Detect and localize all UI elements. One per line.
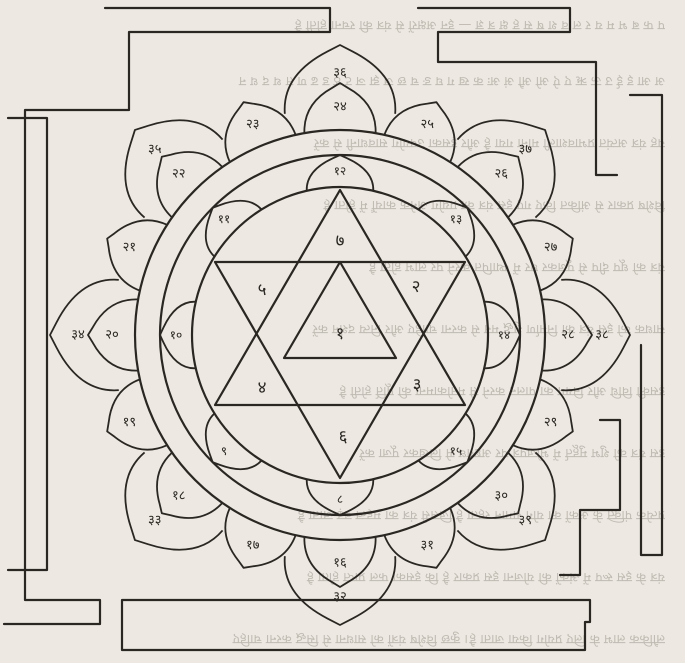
inner-ring-number: १२ <box>334 164 346 178</box>
outer-ring-number: २९ <box>544 415 558 430</box>
bhupura-left <box>8 118 47 570</box>
outer-lotus-number: ३७ <box>518 142 532 157</box>
outer-ring-number: २८ <box>561 328 575 343</box>
outer-lotus-number: ३२ <box>333 590 347 605</box>
inner-ring-number: १० <box>170 328 182 342</box>
inner-ring-petal <box>206 413 262 469</box>
inner-ring-number: १३ <box>450 212 462 226</box>
outer-ring-number: २६ <box>494 166 508 181</box>
number-top: ७ <box>336 231 345 251</box>
outer-ring-number: ३१ <box>420 538 434 553</box>
inner-ring-number: ११ <box>218 212 230 226</box>
outer-lotus-number: ३५ <box>148 142 162 157</box>
outer-ring-number: २० <box>105 328 119 343</box>
outer-ring-number: २१ <box>123 240 137 255</box>
outer-lotus-number: ३३ <box>148 513 162 528</box>
number-bottom: ६ <box>339 427 348 447</box>
outer-ring-number: ३० <box>494 489 508 504</box>
outer-lotus-number: ३८ <box>595 328 609 343</box>
outer-ring-number: २३ <box>246 117 260 132</box>
outer-ring-number: १८ <box>172 489 186 504</box>
bhupura-bottom <box>122 600 590 650</box>
outer-ring-number: २४ <box>333 100 347 115</box>
outer-ring-number: २५ <box>420 117 434 132</box>
outer-ring-number: २२ <box>172 166 186 181</box>
number-upper-left: ५ <box>258 280 267 300</box>
number-lower-right: ३ <box>413 375 422 395</box>
number-upper-right: २ <box>412 277 421 297</box>
outer-ring-number: १९ <box>123 415 137 430</box>
inner-ring-number: १५ <box>450 444 462 458</box>
inner-ring-number: १४ <box>498 328 510 342</box>
outer-lotus-number: ३६ <box>333 66 347 81</box>
outer-ring-number: २७ <box>544 240 558 255</box>
number-lower-left: ४ <box>258 378 267 398</box>
inner-ring-petal <box>418 413 474 469</box>
outer-ring-number: १६ <box>333 556 347 571</box>
outer-lotus-number: ३९ <box>518 513 532 528</box>
number-center: १ <box>336 324 345 344</box>
bhupura-bottom-right <box>560 420 620 575</box>
upward-triangle <box>215 190 465 405</box>
inner-ring-petal <box>418 201 474 257</box>
inner-ring-number: ८ <box>337 492 343 506</box>
outer-ring-number: १७ <box>246 538 260 553</box>
outer-lotus-number: ३४ <box>71 328 85 343</box>
bhupura-right <box>630 95 662 555</box>
inner-ring-number: ९ <box>221 444 227 458</box>
inner-ring-petal <box>206 201 262 257</box>
